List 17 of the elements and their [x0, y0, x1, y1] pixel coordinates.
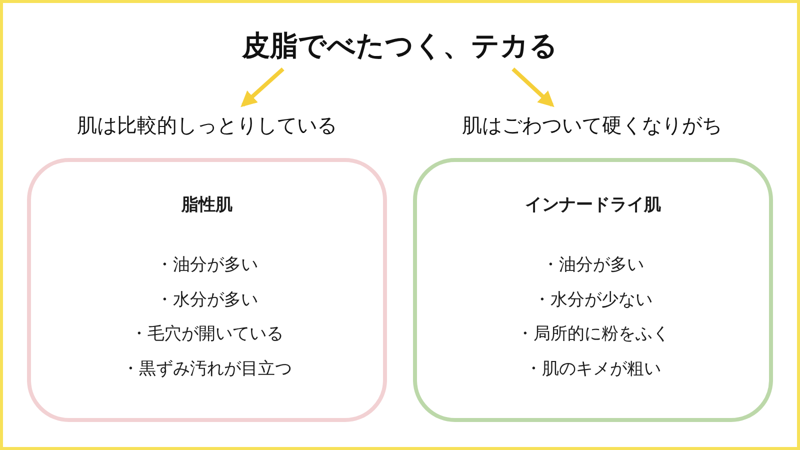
list-item: ・黒ずみ汚れが目立つ [122, 358, 292, 380]
card-heading: 脂性肌 [182, 194, 232, 217]
list-item: ・油分が多い [156, 254, 258, 277]
card-heading: インナードライ肌 [525, 194, 661, 217]
title-text: 皮脂でべたつく、テカる [242, 28, 558, 63]
list-item: ・水分が少ない [534, 288, 652, 312]
list-item: ・毛穴が開いている [130, 323, 284, 346]
list-item: ・水分が多い [156, 288, 258, 312]
list-item: ・油分が多い [542, 254, 644, 277]
list-item: ・肌のキメが粗い [525, 358, 661, 380]
arrow [512, 68, 554, 108]
list-item: ・局所的に粉をふく [516, 323, 670, 346]
arrow [240, 68, 284, 108]
subheading-text: 肌は比較的しっとりしている [77, 113, 337, 138]
subheading-text: 肌はごわついて硬くなりがち [462, 113, 722, 138]
category-card [413, 158, 773, 422]
category-card [27, 158, 387, 422]
